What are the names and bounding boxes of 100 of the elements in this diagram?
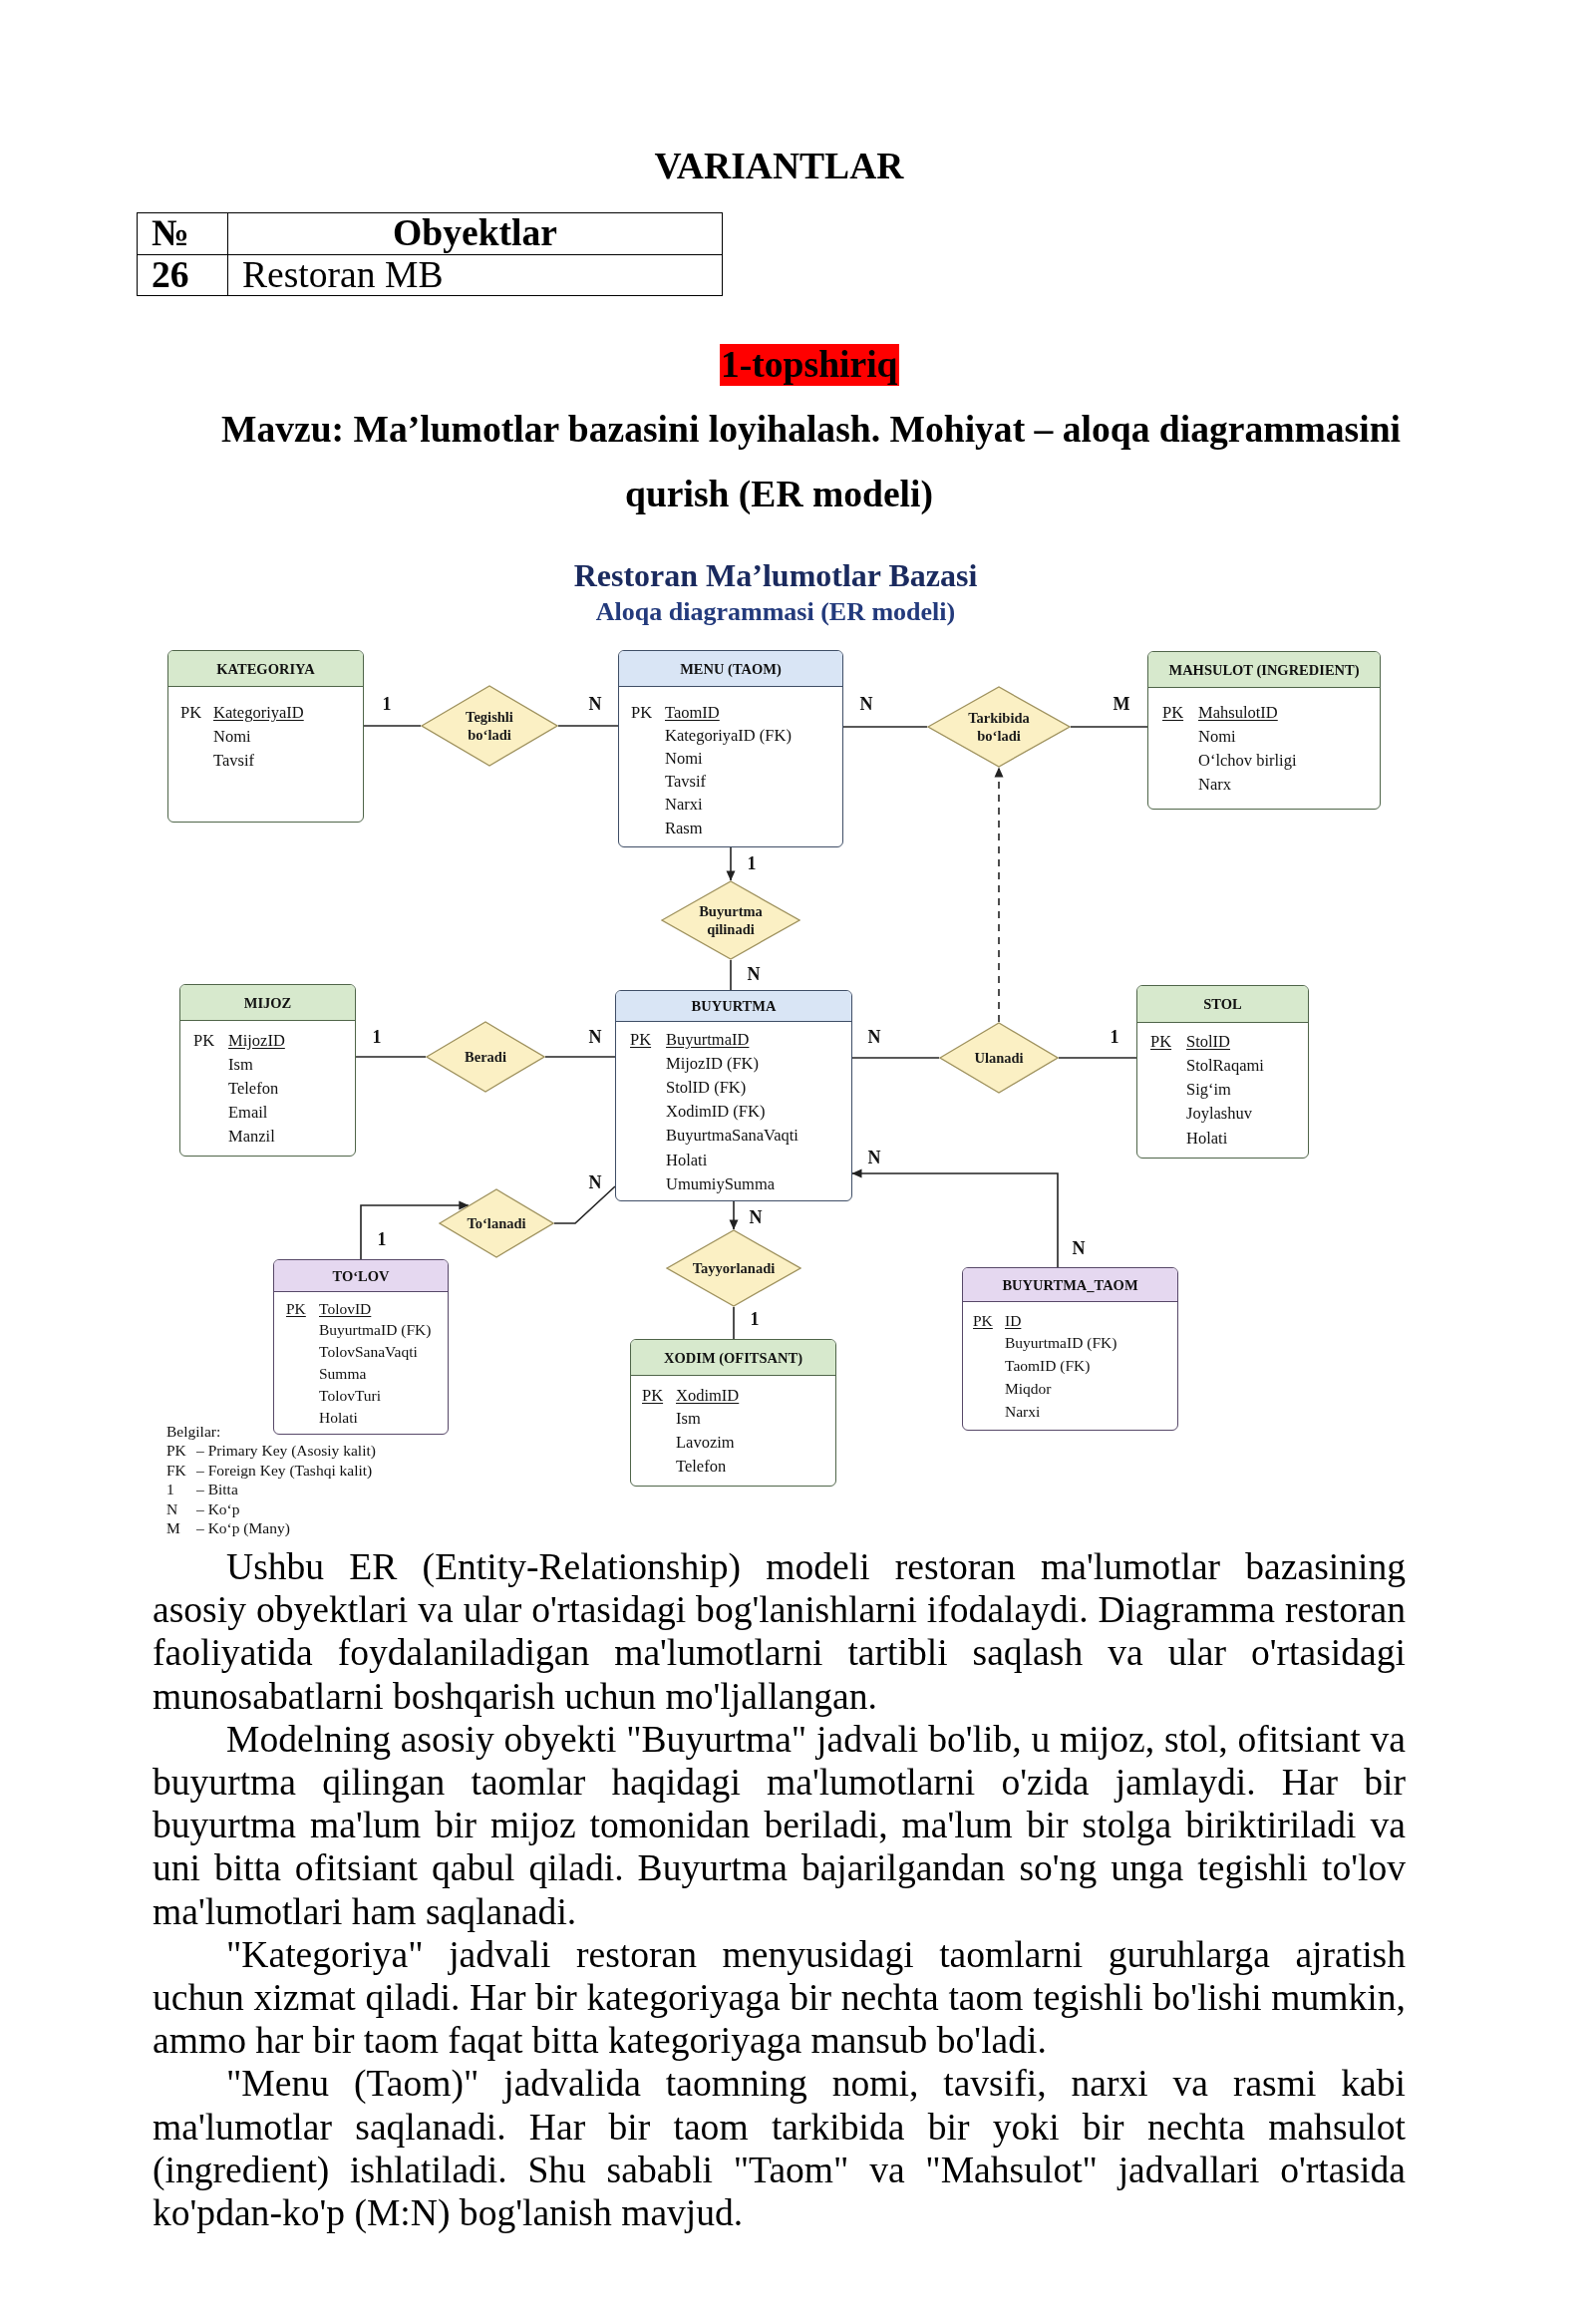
arrow bbox=[726, 846, 736, 881]
attribute-name: TolovTuri bbox=[319, 1385, 382, 1406]
topic-heading: Mavzu: Ma’lumotlar bazasini loyihalash. Mohiyat – aloqa diagrammasini qurish (ER modeli) bbox=[219, 408, 1403, 516]
entity-table bbox=[1136, 985, 1309, 1159]
legend-description: – Ko‘p bbox=[196, 1498, 241, 1519]
primary-key-attribute: KategoriyaID bbox=[213, 702, 304, 723]
primary-key-marker: PK bbox=[193, 1030, 215, 1051]
primary-key-attribute: MijozID bbox=[228, 1030, 285, 1051]
arrow bbox=[729, 1200, 739, 1230]
relationship-line bbox=[1070, 726, 1148, 728]
attribute-name: Narxi bbox=[665, 795, 703, 816]
cardinality-label: N bbox=[867, 1148, 881, 1167]
cardinality-label: N bbox=[859, 694, 873, 714]
cardinality-label: N bbox=[749, 1207, 763, 1227]
attribute-name: StolID (FK) bbox=[666, 1077, 747, 1098]
entity-table bbox=[179, 984, 356, 1157]
attribute-name: Ism bbox=[676, 1409, 701, 1430]
attribute-name: KategoriyaID (FK) bbox=[665, 725, 792, 746]
cardinality-label: 1 bbox=[1110, 1027, 1119, 1047]
table-cell: 26 bbox=[138, 254, 228, 296]
relationship-diamond bbox=[939, 1022, 1059, 1094]
relationship-diamond bbox=[439, 1188, 554, 1258]
attribute-name: Rasm bbox=[665, 818, 703, 838]
primary-key-marker: PK bbox=[642, 1385, 664, 1406]
primary-key-attribute: TaomID bbox=[665, 702, 720, 723]
attribute-name: BuyurtmaSanaVaqti bbox=[666, 1126, 798, 1147]
primary-key-marker: PK bbox=[180, 702, 202, 723]
body-paragraph: "Menu (Taom)" jadvalida taomning nomi, tavsifi, narxi va rasmi kabi ma'lumotlar saqlanadi. Har bir taom tarkibida bir yoki bir nechta mahsulot (ingredient) ishlatiladi. Shu sababli "Taom" va "Mahsulot" jadvallari o'rtasida ko'pdan-ko'p (M:N) bog'lanish mavjud. bbox=[153, 2062, 1406, 2235]
attribute-name: O‘lchov birligi bbox=[1198, 751, 1297, 772]
attribute-name: MijozID (FK) bbox=[666, 1053, 760, 1074]
highlighted-task-label: 1-topshiriq bbox=[720, 344, 899, 386]
legend-description: – Primary Key (Asosiy kalit) bbox=[196, 1441, 376, 1461]
attribute-name: Nomi bbox=[1198, 726, 1236, 747]
relationship-line bbox=[730, 959, 732, 991]
section-heading: VARIANTLAR bbox=[653, 145, 905, 187]
attribute-name: Narx bbox=[1198, 775, 1231, 796]
entity-header: MAHSULOT (INGREDIENT) bbox=[1148, 652, 1380, 688]
cardinality-label: 1 bbox=[372, 1027, 382, 1047]
attribute-name: Sig‘im bbox=[1186, 1080, 1231, 1101]
entity-table bbox=[630, 1339, 836, 1487]
entity-table bbox=[615, 990, 852, 1201]
legend-key: N bbox=[166, 1498, 196, 1519]
attribute-name: Holati bbox=[319, 1407, 358, 1428]
attribute-name: Tavsif bbox=[665, 772, 706, 793]
primary-key-marker: PK bbox=[286, 1298, 306, 1319]
relationship-label: Buyurtma qilinadi bbox=[698, 902, 764, 938]
entity-table bbox=[962, 1267, 1178, 1431]
relationship-label: Tayyorlanadi bbox=[692, 1259, 776, 1277]
legend-key: FK bbox=[166, 1460, 196, 1481]
cardinality-label: 1 bbox=[750, 1309, 760, 1329]
attribute-name: Holati bbox=[1186, 1128, 1228, 1149]
entity-header: XODIM (OFITSANT) bbox=[631, 1340, 835, 1376]
relationship-line bbox=[544, 1056, 616, 1058]
entity-header: BUYURTMA_TAOM bbox=[963, 1268, 1177, 1302]
cardinality-label: N bbox=[867, 1027, 881, 1047]
column-header: № bbox=[138, 213, 228, 255]
attribute-name: BuyurtmaID (FK) bbox=[319, 1320, 432, 1341]
cardinality-label: 1 bbox=[747, 853, 757, 873]
cardinality-label: N bbox=[588, 694, 602, 714]
primary-key-attribute: BuyurtmaID bbox=[666, 1029, 750, 1050]
relationship-diamond bbox=[927, 686, 1071, 768]
relationship-line bbox=[553, 1185, 616, 1224]
body-paragraph: Ushbu ER (Entity-Relationship) modeli restoran ma'lumotlar bazasining asosiy obyektlari va ular o'rtasidagi bog'lanishlarni ifodalaydi. Diagramma restoran faoliyatida foydalaniladigan ma'lumotlarni tartibli saqlash va ular o'rtasidagi munosabatlarni boshqarish uchun mo'ljallangan. bbox=[153, 1545, 1406, 1718]
entity-header: STOL bbox=[1137, 986, 1308, 1023]
entity-table bbox=[618, 650, 843, 847]
primary-key-marker: PK bbox=[631, 702, 653, 723]
relationship-line bbox=[363, 725, 422, 727]
relationship-label: Ulanadi bbox=[974, 1049, 1024, 1067]
table-cell: Restoran MB bbox=[228, 254, 723, 296]
attribute-name: BuyurtmaID (FK) bbox=[1005, 1333, 1117, 1354]
relationship-line bbox=[557, 725, 619, 727]
legend-description: – Ko‘p (Many) bbox=[196, 1518, 291, 1538]
primary-key-marker: PK bbox=[1150, 1031, 1172, 1052]
attribute-name: Nomi bbox=[665, 748, 703, 769]
attribute-name: Holati bbox=[666, 1150, 708, 1170]
relationship-line bbox=[355, 1056, 427, 1058]
primary-key-marker: PK bbox=[973, 1310, 993, 1331]
attribute-name: StolRaqami bbox=[1186, 1055, 1264, 1076]
attribute-name: Nomi bbox=[213, 726, 251, 747]
primary-key-attribute: MahsulotID bbox=[1198, 702, 1278, 723]
relationship-diamond bbox=[666, 1229, 801, 1307]
attribute-name: TolovSanaVaqti bbox=[319, 1342, 418, 1363]
legend-key: M bbox=[166, 1518, 196, 1538]
entity-header: BUYURTMA bbox=[616, 991, 851, 1022]
arrow bbox=[851, 1168, 1059, 1268]
dashed-arrow bbox=[994, 767, 1004, 1023]
attribute-name: Telefon bbox=[228, 1078, 279, 1099]
diagram-title: Restoran Ma’lumotlar Bazasi bbox=[572, 556, 979, 594]
diagram-subtitle: Aloqa diagrammasi (ER modeli) bbox=[594, 596, 957, 628]
attribute-name: Manzil bbox=[228, 1126, 275, 1147]
primary-key-marker: PK bbox=[630, 1029, 652, 1050]
relationship-line bbox=[1058, 1057, 1137, 1059]
relationship-diamond bbox=[426, 1021, 545, 1093]
relationship-label: Tarkibida bo‘ladi bbox=[967, 709, 1031, 745]
cardinality-label: N bbox=[1072, 1238, 1086, 1258]
entity-header: TO‘LOV bbox=[274, 1260, 448, 1292]
cardinality-label: M bbox=[1113, 694, 1130, 714]
attribute-name: Email bbox=[228, 1102, 268, 1123]
relationship-line bbox=[733, 1306, 735, 1340]
cardinality-label: 1 bbox=[377, 1229, 387, 1249]
